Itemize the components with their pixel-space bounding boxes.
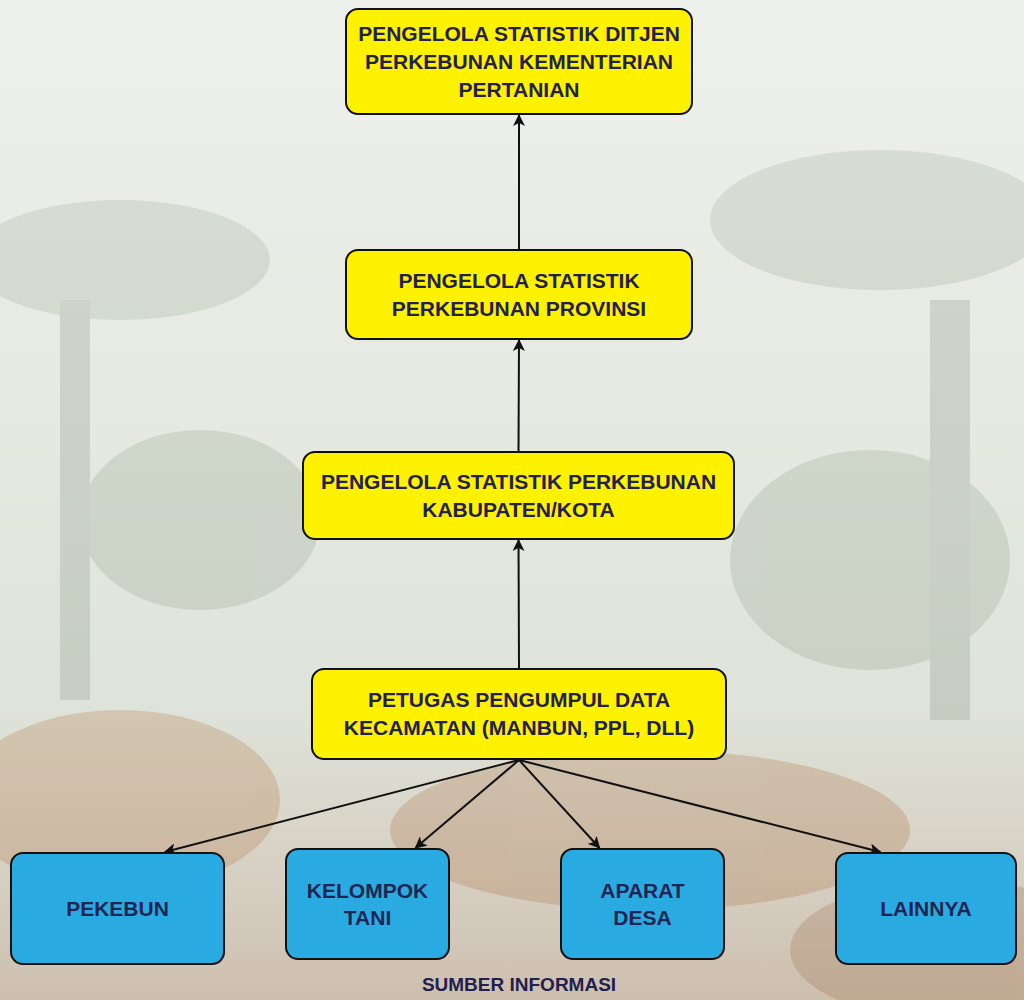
regency-box: PENGELOLA STATISTIK PERKEBUNAN KABUPATEN… — [302, 451, 735, 540]
source-box: PEKEBUN — [10, 852, 225, 965]
flow-arrow — [518, 340, 521, 451]
flow-arrow — [519, 760, 881, 852]
ministry-box: PENGELOLA STATISTIK DITJEN PERKEBUNAN KE… — [345, 8, 693, 115]
box-text: PEKEBUN — [66, 895, 169, 922]
source-box: LAINNYA — [835, 852, 1017, 965]
flow-arrow — [519, 760, 600, 848]
palm-silhouettes — [0, 150, 1024, 720]
flow-arrow — [518, 540, 521, 668]
province-box: PENGELOLA STATISTIK PERKEBUNAN PROVINSI — [345, 249, 693, 340]
flow-arrow — [165, 760, 519, 852]
box-text: PETUGAS PENGUMPUL DATA KECAMATAN (MANBUN… — [323, 686, 715, 742]
box-text: PENGELOLA STATISTIK DITJEN PERKEBUNAN KE… — [357, 20, 681, 104]
box-text: LAINNYA — [880, 895, 971, 922]
box-text: APARAT DESA — [572, 877, 713, 931]
source-box: KELOMPOK TANI — [285, 848, 450, 960]
box-text: PENGELOLA STATISTIK PERKEBUNAN PROVINSI — [357, 267, 681, 323]
source-box: APARAT DESA — [560, 848, 725, 960]
box-text: PENGELOLA STATISTIK PERKEBUNAN KABUPATEN… — [314, 468, 723, 524]
district-box: PETUGAS PENGUMPUL DATA KECAMATAN (MANBUN… — [311, 668, 727, 760]
group-caption: SUMBER INFORMASI — [422, 974, 616, 996]
box-text: KELOMPOK TANI — [297, 877, 438, 931]
flow-arrow — [415, 760, 519, 848]
flow-arrow — [518, 115, 520, 249]
